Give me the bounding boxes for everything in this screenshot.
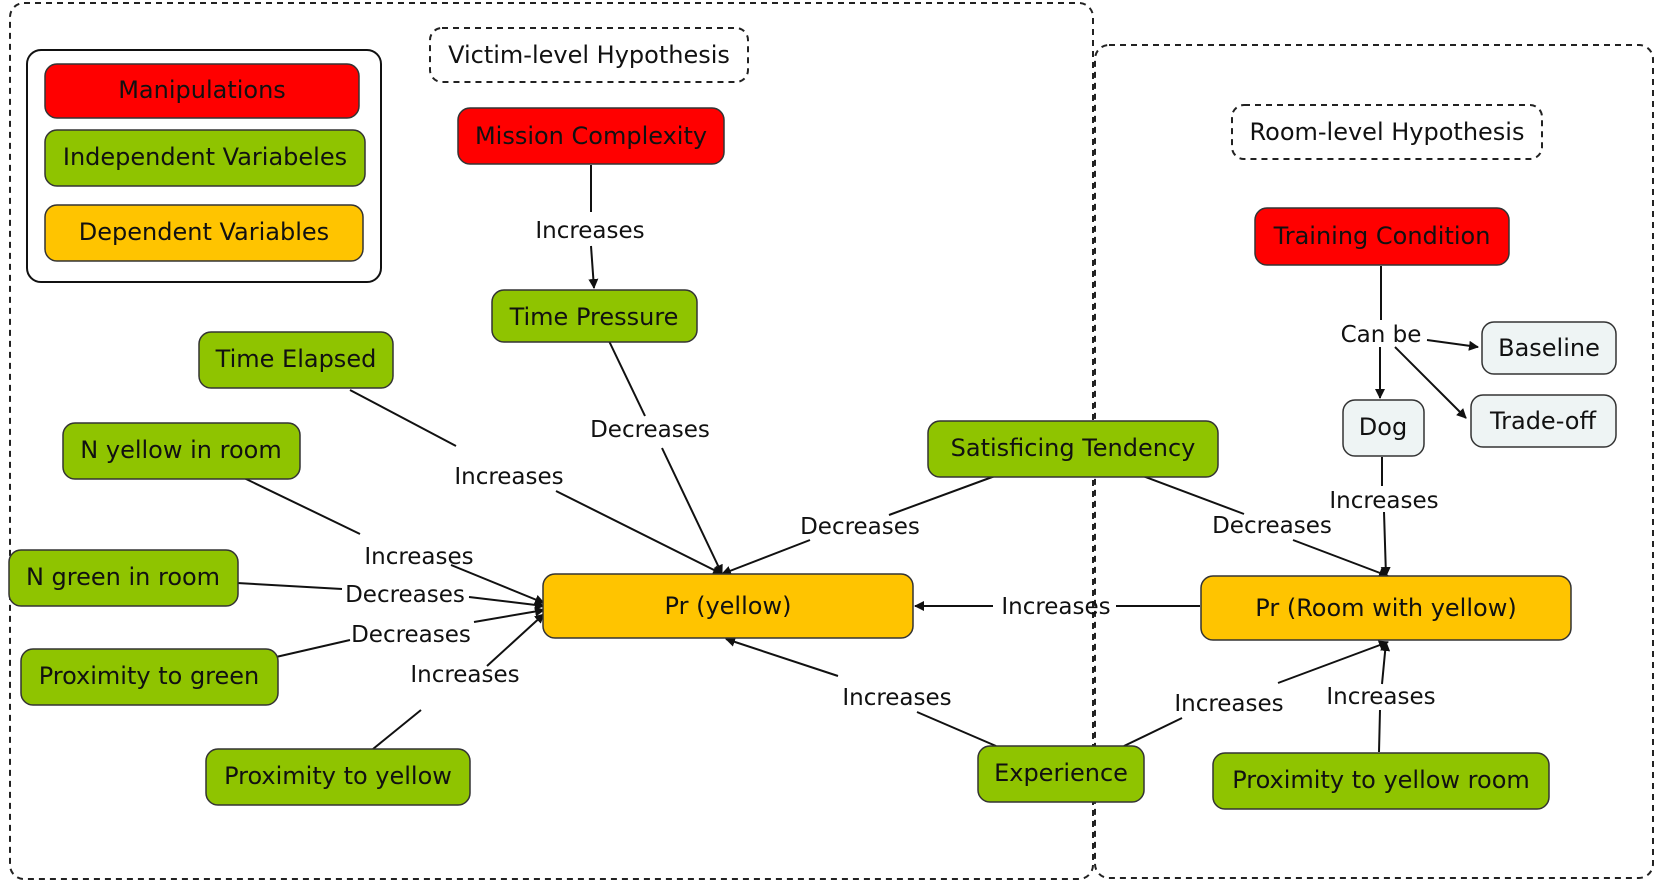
label-prox-yellow-pr: Increases — [410, 662, 519, 688]
node-satisficing-tendency: Satisficing Tendency — [927, 420, 1219, 478]
label-experience-pr: Increases — [842, 685, 951, 711]
label-time-elapsed-pr: Increases — [454, 464, 563, 490]
svg-text:Satisficing Tendency: Satisficing Tendency — [951, 434, 1196, 462]
node-training-condition: Training Condition — [1254, 207, 1510, 266]
victim-level-title: Victim-level Hypothesis — [429, 27, 749, 83]
edge-satisficing-to-pr-yellow — [722, 475, 996, 574]
edges — [236, 165, 1479, 753]
node-time-elapsed: Time Elapsed — [198, 331, 394, 389]
label-dog-room: Increases — [1329, 488, 1438, 514]
label-mission-time-pressure: Increases — [535, 218, 644, 244]
svg-text:Baseline: Baseline — [1498, 334, 1600, 362]
legend-manipulations: Manipulations — [44, 63, 360, 119]
svg-text:Pr (Room with yellow): Pr (Room with yellow) — [1255, 594, 1516, 622]
node-proximity-to-green: Proximity to green — [20, 648, 279, 706]
svg-text:Time Elapsed: Time Elapsed — [215, 345, 377, 373]
node-time-pressure: Time Pressure — [491, 289, 698, 343]
edge-dog-to-room — [1382, 457, 1386, 576]
svg-text:Time Pressure: Time Pressure — [509, 303, 679, 331]
label-experience-room: Increases — [1174, 691, 1283, 717]
edge-mission-to-time-pressure — [591, 165, 594, 288]
svg-text:Mission Complexity: Mission Complexity — [475, 122, 707, 150]
edge-prox-yellow-to-pr-yellow — [372, 614, 544, 750]
edge-labels: Increases Decreases Increases Increases … — [345, 218, 1439, 717]
node-pr-room-with-yellow: Pr (Room with yellow) — [1200, 575, 1572, 641]
label-training-can-be: Can be — [1341, 322, 1422, 348]
label-n-yellow-pr: Increases — [364, 544, 473, 570]
node-pr-yellow: Pr (yellow) — [542, 573, 914, 639]
node-experience: Experience — [977, 745, 1145, 803]
node-n-yellow-in-room: N yellow in room — [62, 422, 301, 480]
svg-text:Proximity to yellow room: Proximity to yellow room — [1232, 766, 1530, 794]
edge-can-be-to-tradeoff — [1394, 346, 1467, 419]
node-dog: Dog — [1342, 399, 1425, 457]
node-proximity-to-yellow-room: Proximity to yellow room — [1212, 752, 1550, 810]
svg-text:Pr (yellow): Pr (yellow) — [665, 592, 792, 620]
edge-n-yellow-to-pr-yellow — [243, 477, 544, 603]
node-mission-complexity: Mission Complexity — [457, 107, 725, 165]
edge-n-green-to-pr-yellow — [236, 582, 544, 606]
svg-text:Proximity to yellow: Proximity to yellow — [224, 762, 452, 790]
edge-experience-to-room — [1123, 642, 1388, 747]
svg-text:Trade-off: Trade-off — [1489, 407, 1596, 435]
svg-text:Experience: Experience — [994, 759, 1128, 787]
node-n-green-in-room: N green in room — [8, 549, 239, 607]
label-prox-green-pr: Decreases — [351, 622, 471, 648]
edge-prox-room-to-room — [1379, 642, 1386, 753]
edge-experience-to-pr-yellow — [726, 639, 997, 747]
edge-satisficing-to-room — [1142, 475, 1388, 576]
svg-text:Dog: Dog — [1359, 413, 1407, 441]
label-prox-room-room: Increases — [1326, 684, 1435, 710]
label-time-pressure-pr: Decreases — [590, 417, 710, 443]
legend: Manipulations Independent Variabeles Dep… — [26, 49, 382, 283]
node-baseline: Baseline — [1481, 321, 1617, 375]
svg-text:Independent Variabeles: Independent Variabeles — [63, 143, 347, 171]
svg-text:Manipulations: Manipulations — [118, 76, 286, 104]
edge-time-pressure-to-pr-yellow — [608, 340, 722, 574]
svg-text:Room-level Hypothesis: Room-level Hypothesis — [1250, 118, 1525, 146]
svg-text:Training Condition: Training Condition — [1273, 222, 1491, 250]
svg-text:Proximity to green: Proximity to green — [39, 662, 260, 690]
label-n-green-pr: Decreases — [345, 582, 465, 608]
node-proximity-to-yellow: Proximity to yellow — [205, 748, 471, 806]
label-satisficing-pr: Decreases — [800, 514, 920, 540]
edge-prox-green-to-pr-yellow — [275, 610, 544, 658]
svg-text:N green in room: N green in room — [26, 563, 220, 591]
svg-text:Dependent Variables: Dependent Variables — [79, 218, 329, 246]
label-room-pr: Increases — [1001, 594, 1110, 620]
edge-time-elapsed-to-pr-yellow — [349, 389, 722, 574]
legend-dependent-variables: Dependent Variables — [44, 204, 364, 262]
edge-can-be-to-baseline — [1426, 339, 1479, 351]
label-satisficing-room: Decreases — [1212, 513, 1332, 539]
node-trade-off: Trade-off — [1470, 394, 1617, 448]
svg-text:Victim-level Hypothesis: Victim-level Hypothesis — [448, 41, 730, 69]
svg-text:N yellow in room: N yellow in room — [80, 436, 281, 464]
legend-independent-variables: Independent Variabeles — [44, 129, 366, 187]
room-level-title: Room-level Hypothesis — [1231, 104, 1543, 160]
